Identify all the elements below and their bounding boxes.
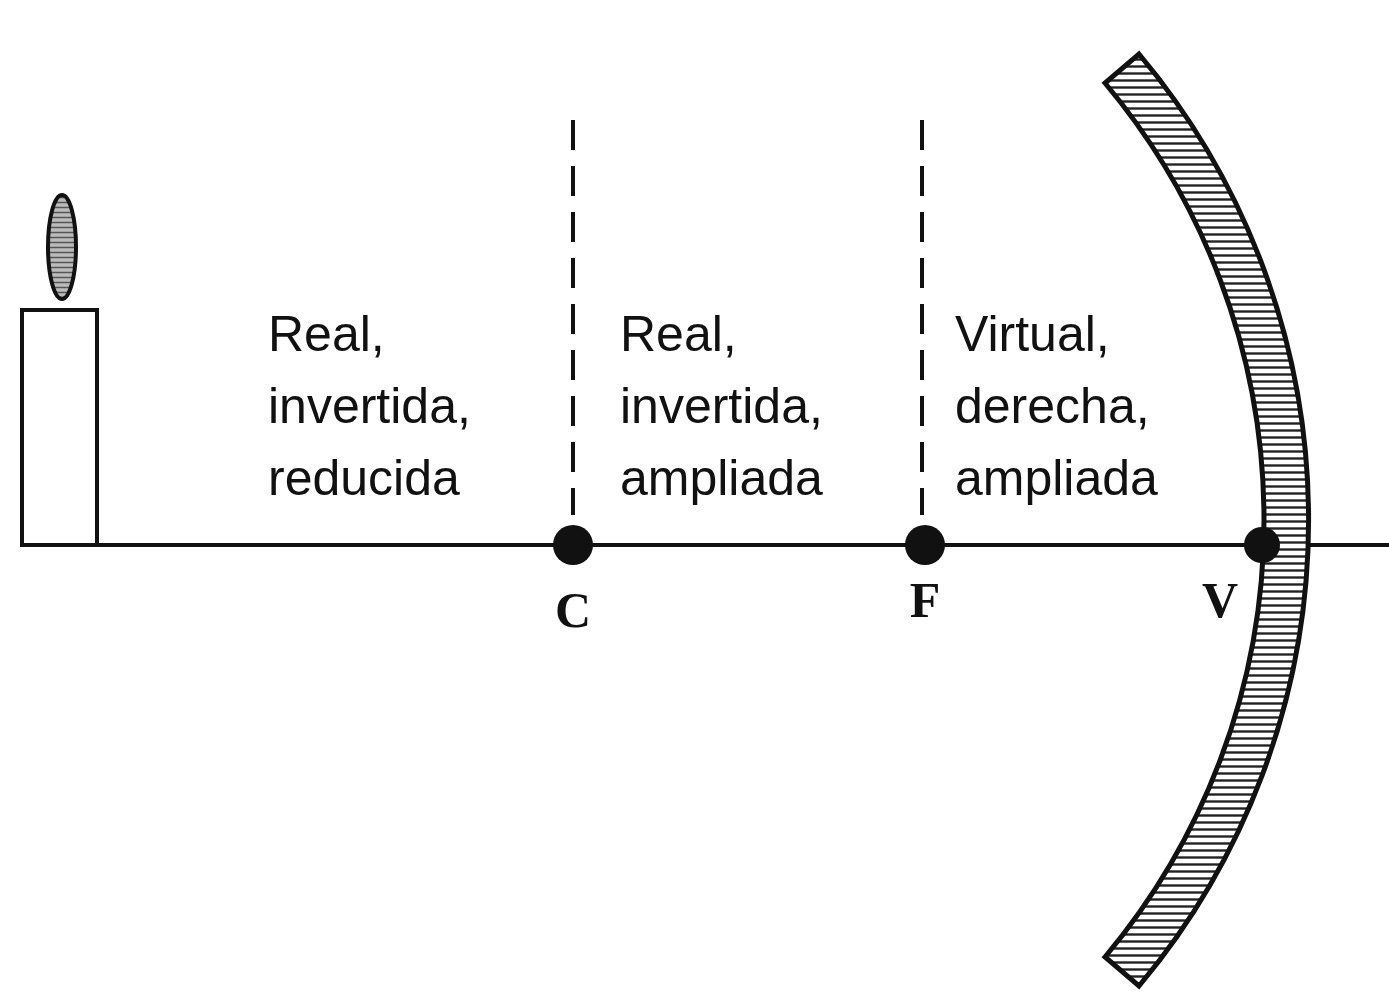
point-label: F bbox=[885, 572, 965, 628]
candle-body bbox=[22, 310, 97, 545]
concave-mirror bbox=[1105, 54, 1309, 986]
candle-flame bbox=[48, 195, 76, 299]
focus-point bbox=[905, 525, 945, 565]
center-point bbox=[553, 525, 593, 565]
region-label: Real, invertida, ampliada bbox=[620, 298, 912, 514]
point-label: C bbox=[533, 582, 613, 638]
region-label: Real, invertida, reducida bbox=[268, 298, 558, 514]
boundary-line bbox=[571, 120, 575, 515]
vertex-point bbox=[1244, 527, 1280, 563]
region-label: Virtual, derecha, ampliada bbox=[955, 298, 1240, 514]
point-label: V bbox=[1180, 572, 1260, 628]
boundary-line bbox=[920, 120, 924, 515]
optical-axis bbox=[20, 543, 1389, 547]
